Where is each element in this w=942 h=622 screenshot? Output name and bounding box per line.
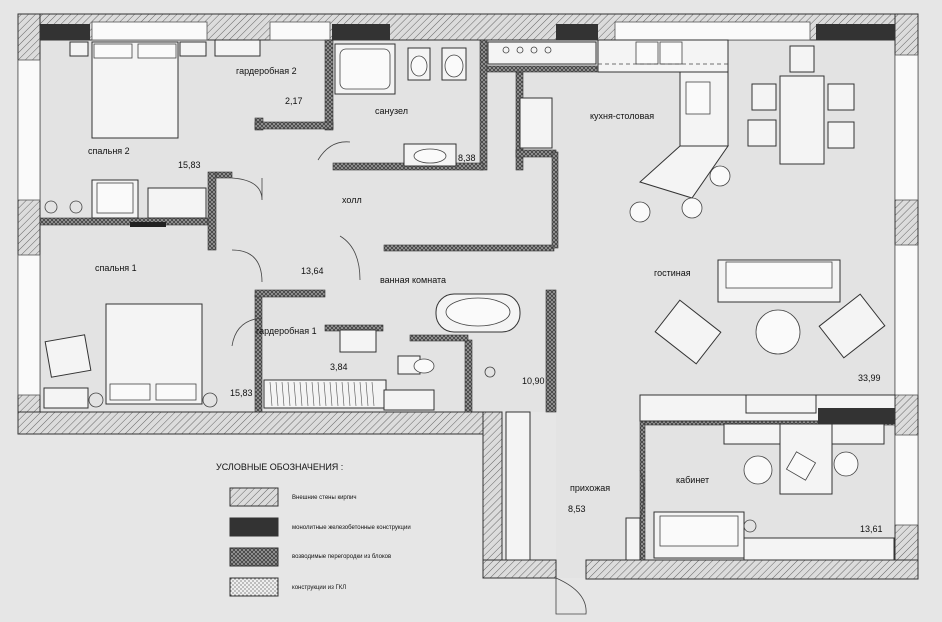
legend: УСЛОВНЫЕ ОБОЗНАЧЕНИЯ : Внешние стены кир… — [216, 462, 411, 597]
bathroom-furniture — [263, 293, 521, 411]
kitchen-furniture — [597, 39, 855, 223]
room-label-bedroom1: спальня 1 — [95, 263, 137, 273]
legend-label-hatch: Внешние стены кирпич — [292, 495, 357, 501]
area-wc: 8,38 — [458, 153, 476, 163]
legend-swatch-solid — [229, 517, 279, 537]
area-bedroom1: 15,83 — [230, 388, 253, 398]
area-study: 13,61 — [860, 524, 883, 534]
bedroom1-furniture — [43, 303, 218, 409]
room-label-bathroom: ванная комната — [380, 275, 446, 285]
room-labels: гардеробная 2 2,17 санузел 8,38 кухня-ст… — [88, 66, 883, 534]
area-hall: 13,64 — [301, 266, 324, 276]
room-label-entry: прихожая — [570, 483, 610, 493]
exterior-walls — [17, 13, 919, 580]
legend-title: УСЛОВНЫЕ ОБОЗНАЧЕНИЯ : — [216, 462, 343, 472]
legend-swatch-dots — [229, 577, 279, 597]
legend-swatch-hatch — [229, 487, 279, 507]
living-furniture — [654, 259, 886, 365]
area-entry: 8,53 — [568, 504, 586, 514]
area-bathroom: 10,90 — [522, 376, 545, 386]
area-wardrobe1: 3,84 — [330, 362, 348, 372]
bedroom2-furniture — [44, 39, 261, 227]
legend-swatch-cross — [229, 547, 279, 567]
room-label-bedroom2: спальня 2 — [88, 146, 130, 156]
room-label-kitchen: кухня-столовая — [590, 111, 654, 121]
area-living: 33,99 — [858, 373, 881, 383]
room-label-living: гостиная — [654, 268, 691, 278]
area-wardrobe2: 2,17 — [285, 96, 303, 106]
legend-label-cross: возводимые перегородки из блоков — [292, 554, 391, 560]
room-label-wardrobe2: гардеробная 2 — [236, 66, 297, 76]
doors — [231, 141, 645, 615]
room-label-study: кабинет — [676, 475, 709, 485]
entry-study-furniture — [505, 394, 896, 561]
legend-label-solid: монолитные железобетонные конструкции — [292, 525, 411, 531]
area-bedroom2: 15,83 — [178, 160, 201, 170]
room-label-hall: холл — [342, 195, 362, 205]
room-label-wardrobe1: гардеробная 1 — [256, 326, 317, 336]
wc-furniture — [334, 41, 597, 167]
room-label-wc: санузел — [375, 106, 408, 116]
legend-label-dots: конструкции из ГКЛ — [292, 585, 346, 591]
